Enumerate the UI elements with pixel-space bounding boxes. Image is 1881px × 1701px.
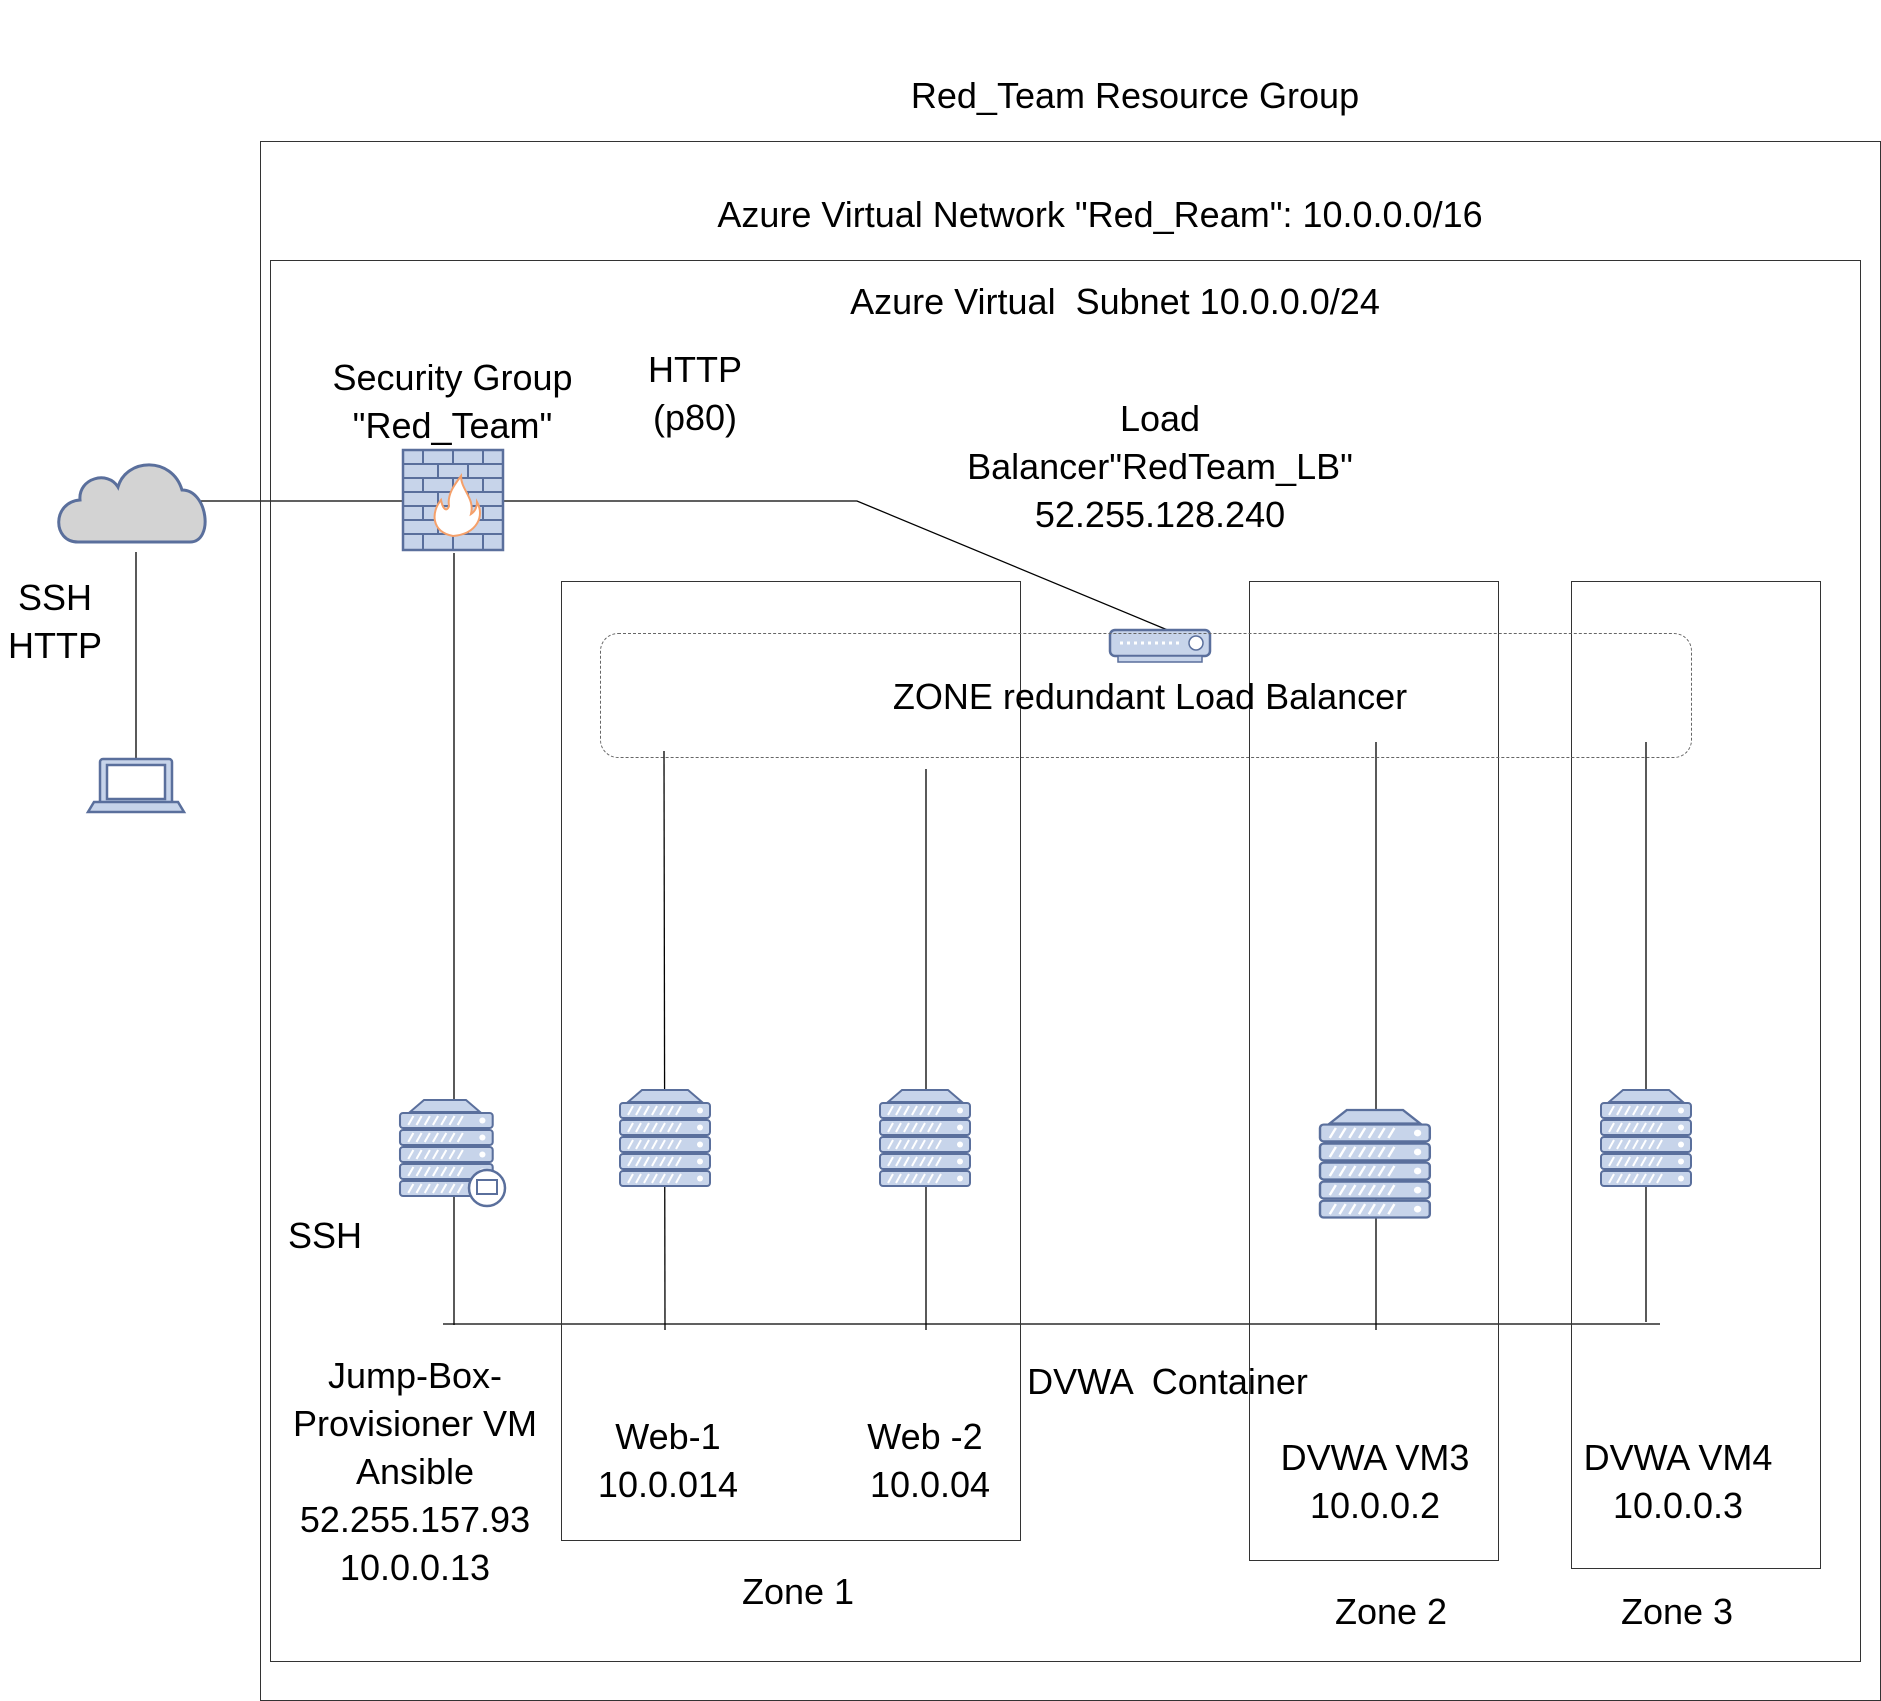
vm4-label: DVWA VM4 10.0.0.3	[1583, 1437, 1773, 1526]
zone3-box	[1571, 581, 1821, 1569]
zone-lb-label: ZONE redundant Load Balancer	[892, 676, 1408, 717]
cloud-icon	[57, 463, 207, 544]
security-group-label: Security Group "Red_Team"	[332, 357, 573, 446]
subnet-title: Azure Virtual Subnet 10.0.0.0/24	[850, 281, 1380, 322]
server-icon-web2	[879, 1089, 971, 1187]
resource-group-title: Red_Team Resource Group	[910, 75, 1360, 116]
firewall-to-lb-line	[500, 500, 1171, 632]
zone1-label: Zone 1	[741, 1571, 855, 1612]
vnet-title: Azure Virtual Network "Red_Ream": 10.0.0…	[717, 194, 1483, 235]
zone2-label: Zone 2	[1334, 1591, 1448, 1632]
server-icon-vm4	[1600, 1089, 1692, 1187]
lb-to-web1-line	[663, 750, 666, 1331]
connection-lines	[135, 500, 1660, 1331]
zone-redundant-lb-box	[600, 633, 1692, 758]
server-icon-web1	[619, 1089, 711, 1187]
vm3-label: DVWA VM3 10.0.0.2	[1280, 1437, 1470, 1526]
http-label: HTTP (p80)	[648, 349, 742, 438]
load-balancer-icon	[1108, 628, 1212, 663]
load-balancer-label: Load Balancer"RedTeam_LB" 52.255.128.240	[967, 398, 1353, 535]
zone3-label: Zone 3	[1620, 1591, 1734, 1632]
dvwa-container-label: DVWA Container	[1027, 1361, 1308, 1402]
laptop-icon	[85, 757, 187, 814]
web2-label: Web -2 10.0.04	[867, 1416, 991, 1505]
ssh-label: SSH	[287, 1215, 363, 1256]
web1-label: Web-1 10.0.014	[597, 1416, 739, 1505]
subnet-boundary	[270, 260, 1861, 1662]
internet-protocols-label: SSH HTTP	[8, 577, 102, 666]
server-vm-icon	[398, 1099, 507, 1208]
server-icon-vm3	[1318, 1108, 1432, 1219]
zone1-box	[561, 581, 1021, 1541]
jumpbox-label: Jump-Box- Provisioner VM Ansible 52.255.…	[292, 1355, 538, 1588]
firewall-icon	[401, 448, 505, 552]
zone2-box	[1249, 581, 1499, 1561]
